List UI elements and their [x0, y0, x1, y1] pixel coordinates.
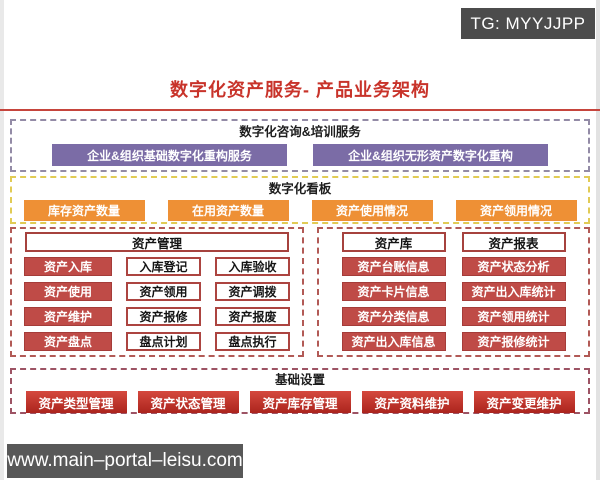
mgmt-sub-1-0: 资产领用	[126, 282, 201, 301]
diagram-block-dashboard-0: 库存资产数量	[23, 200, 145, 221]
site-watermark-text: www.main–portal–leisu.com	[7, 450, 243, 471]
base-setting-3: 资产资料维护	[361, 391, 463, 413]
asset-db-report-section: 资产库 资产台账信息 资产卡片信息 资产分类信息 资产出入库信息 资产报表 资产…	[317, 227, 590, 357]
dashboard-section-title: 数字化看板	[268, 182, 332, 196]
base-setting-2: 资产库存管理	[249, 391, 351, 413]
asset-db-item-1: 资产卡片信息	[341, 282, 446, 301]
asset-report-header: 资产报表	[461, 232, 566, 252]
title-divider-line	[0, 109, 600, 111]
asset-management-header: 资产管理	[25, 232, 289, 252]
diagram-block-dashboard-1: 在用资产数量	[167, 200, 289, 221]
asset-management-grid: 资产入库 入库登记 入库验收 资产使用 资产领用 资产调拨 资产维护 资产报修 …	[24, 257, 290, 351]
base-settings-row: 资产类型管理 资产状态管理 资产库存管理 资产资料维护 资产变更维护	[12, 391, 588, 413]
mgmt-sub-0-0: 入库登记	[126, 257, 201, 276]
mgmt-sub-0-1: 入库验收	[215, 257, 290, 276]
asset-db-report-columns: 资产库 资产台账信息 资产卡片信息 资产分类信息 资产出入库信息 资产报表 资产…	[319, 232, 588, 351]
diagram-block-consulting-0: 企业&组织基础数字化重构服务	[52, 144, 287, 166]
consulting-row: 企业&组织基础数字化重构服务 企业&组织无形资产数字化重构	[12, 144, 588, 166]
base-settings-title: 基础设置	[274, 373, 325, 387]
dashboard-row: 库存资产数量 在用资产数量 资产使用情况 资产领用情况	[12, 200, 588, 221]
asset-db-item-3: 资产出入库信息	[341, 332, 446, 351]
consulting-services-section: 数字化咨询&培训服务 企业&组织基础数字化重构服务 企业&组织无形资产数字化重构	[10, 119, 590, 172]
diagram-block-consulting-1: 企业&组织无形资产数字化重构	[313, 144, 548, 166]
mgmt-sub-2-1: 资产报废	[215, 307, 290, 326]
asset-report-item-0: 资产状态分析	[461, 257, 566, 276]
mgmt-sub-3-0: 盘点计划	[126, 332, 201, 351]
mgmt-category-3: 资产盘点	[24, 332, 112, 351]
asset-report-item-3: 资产报修统计	[461, 332, 566, 351]
diagram-block-dashboard-3: 资产领用情况	[455, 200, 577, 221]
asset-db-header: 资产库	[341, 232, 446, 252]
mgmt-category-1: 资产使用	[24, 282, 112, 301]
asset-db-item-2: 资产分类信息	[341, 307, 446, 326]
asset-report-item-1: 资产出入库统计	[461, 282, 566, 301]
asset-db-column: 资产库 资产台账信息 资产卡片信息 资产分类信息 资产出入库信息	[341, 232, 446, 351]
tg-watermark: TG: MYYJJPP	[461, 8, 595, 39]
page-title: 数字化资产服务- 产品业务架构	[170, 80, 430, 100]
dashboard-section: 数字化看板 库存资产数量 在用资产数量 资产使用情况 资产领用情况	[10, 176, 590, 224]
base-setting-0: 资产类型管理	[25, 391, 127, 413]
page-edge-left	[0, 0, 4, 480]
consulting-section-title: 数字化咨询&培训服务	[239, 125, 361, 139]
asset-management-section: 资产管理 资产入库 入库登记 入库验收 资产使用 资产领用 资产调拨 资产维护 …	[10, 227, 304, 357]
mgmt-category-0: 资产入库	[24, 257, 112, 276]
asset-report-item-2: 资产领用统计	[461, 307, 566, 326]
asset-report-column: 资产报表 资产状态分析 资产出入库统计 资产领用统计 资产报修统计	[461, 232, 566, 351]
tg-watermark-text: TG: MYYJJPP	[470, 13, 586, 33]
base-setting-1: 资产状态管理	[137, 391, 239, 413]
base-settings-section: 基础设置 资产类型管理 资产状态管理 资产库存管理 资产资料维护 资产变更维护	[10, 368, 590, 414]
diagram-block-dashboard-2: 资产使用情况	[311, 200, 433, 221]
page-edge-right	[596, 0, 600, 480]
asset-db-item-0: 资产台账信息	[341, 257, 446, 276]
site-watermark: www.main–portal–leisu.com	[7, 444, 243, 478]
mgmt-sub-2-0: 资产报修	[126, 307, 201, 326]
mgmt-sub-1-1: 资产调拨	[215, 282, 290, 301]
mgmt-sub-3-1: 盘点执行	[215, 332, 290, 351]
base-setting-4: 资产变更维护	[473, 391, 575, 413]
mgmt-category-2: 资产维护	[24, 307, 112, 326]
